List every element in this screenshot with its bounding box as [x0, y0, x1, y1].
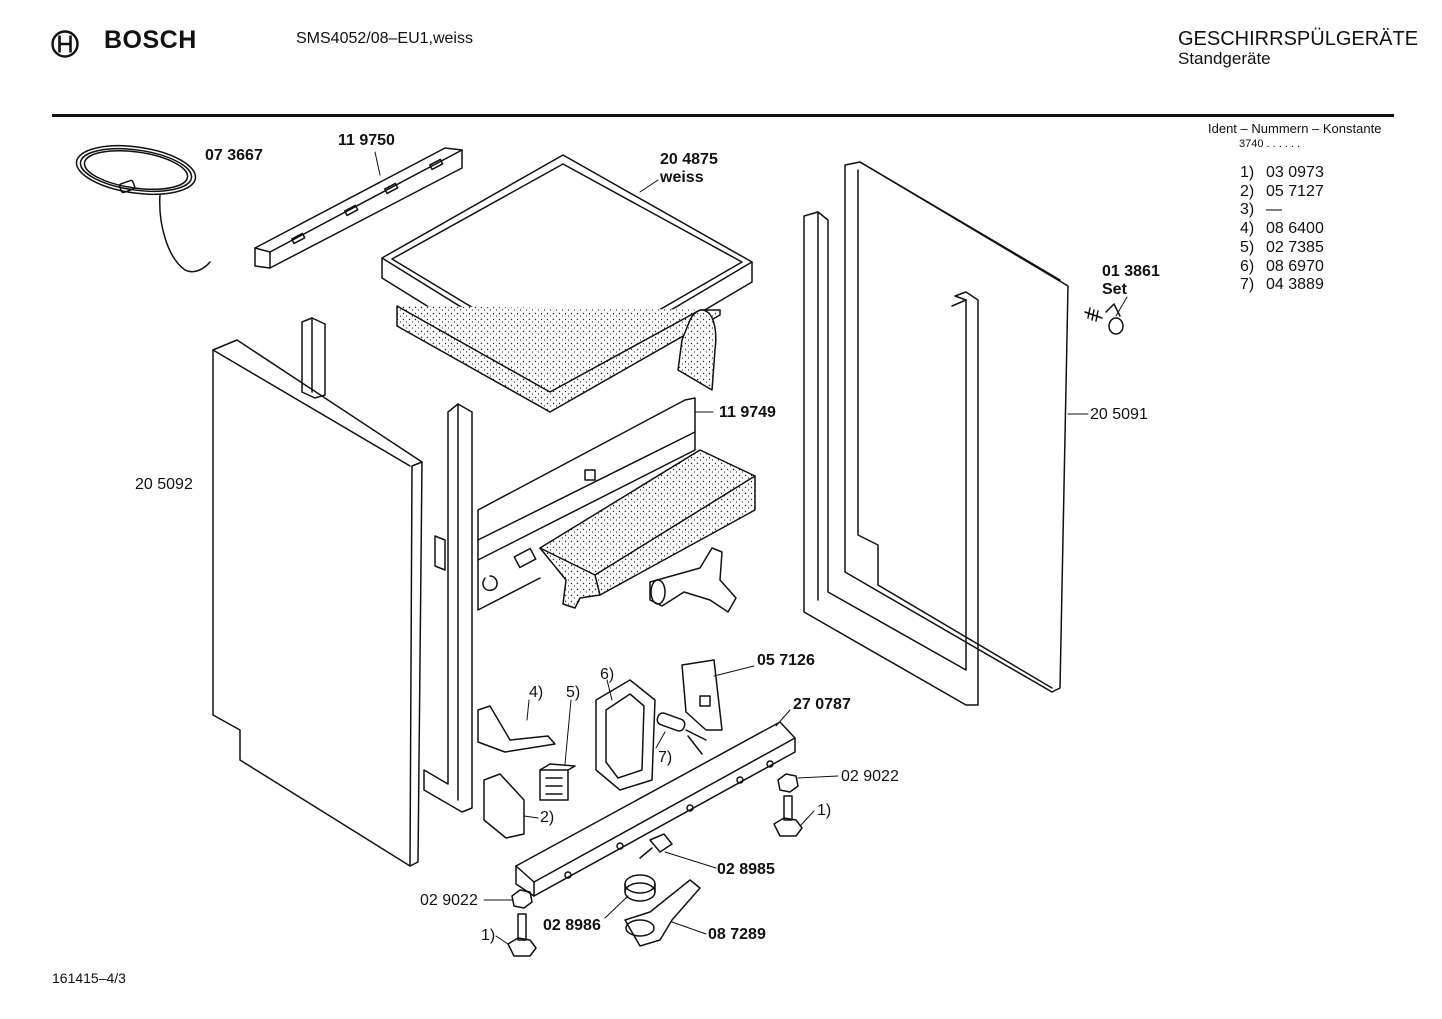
category-title: GESCHIRRSPÜLGERÄTE: [1178, 28, 1419, 50]
ident-item: 6) 08 6970: [1240, 258, 1324, 277]
label-side-panel-right: 20 5091: [1090, 406, 1148, 423]
label-foot-right: 1): [817, 802, 832, 819]
bracket-part: [682, 660, 722, 730]
ident-value: 03 0973: [1266, 164, 1324, 181]
label-callout-2: 2): [540, 809, 555, 826]
foot-right-part: [774, 796, 802, 836]
label-worktop-number: 20 4875: [660, 151, 718, 168]
salt-funnel-part: [650, 548, 736, 612]
ident-item: 1) 03 0973: [1240, 164, 1324, 183]
worktop-underlay-part: [397, 306, 720, 412]
category-subtitle: Standgeräte: [1178, 49, 1271, 68]
label-nut-right: 02 9022: [841, 768, 899, 785]
top-rail-part: [255, 148, 462, 268]
ident-key: 5): [1240, 238, 1255, 256]
leader-lines: [375, 152, 1127, 944]
header-rule: [52, 114, 1394, 117]
ident-item: 3) —: [1240, 201, 1324, 220]
left-front-profile-part: [424, 404, 472, 812]
label-front-rail: 11 9749: [719, 404, 776, 421]
power-cord-part: [73, 139, 210, 272]
nut-left-part: [512, 890, 532, 908]
ident-key: 4): [1240, 220, 1255, 238]
ident-key: 7): [1240, 276, 1255, 294]
screw-set-part: [1085, 304, 1123, 334]
label-callout-6: 6): [600, 666, 615, 683]
clip-part: [640, 834, 672, 858]
terminal-block-part: [540, 764, 575, 800]
ident-heading: Ident – Nummern – Konstante: [1208, 121, 1382, 136]
label-worktop-color: weiss: [660, 169, 704, 186]
label-power-cord: 07 3667: [205, 147, 263, 164]
label-callout-4: 4): [529, 684, 544, 701]
ident-key: 1): [1240, 164, 1255, 181]
ident-key: 6): [1240, 257, 1255, 275]
label-callout-7: 7): [658, 749, 673, 766]
label-base-rail: 27 0787: [793, 696, 851, 713]
label-callout-5: 5): [566, 684, 581, 701]
capacitor-part: [656, 712, 706, 754]
bosch-logo-icon: [51, 30, 79, 58]
water-tank-part: [540, 450, 755, 608]
ident-value: 05 7127: [1266, 182, 1324, 200]
brand-name: BOSCH: [104, 26, 197, 54]
door-lock-part: [478, 706, 555, 752]
cap-part: [625, 875, 655, 901]
ident-value: —: [1266, 201, 1282, 219]
right-side-panel-part: [845, 162, 1068, 692]
ident-key: 3): [1240, 201, 1255, 219]
ident-item: 4) 08 6400: [1240, 220, 1324, 239]
foot-guide-part: [625, 880, 700, 946]
model-number: SMS4052/08–EU1,weiss: [296, 30, 473, 47]
label-nut-left: 02 9022: [420, 892, 478, 909]
right-front-frame-part: [804, 212, 978, 705]
ident-key: 2): [1240, 182, 1255, 200]
base-rail-part: [516, 722, 795, 896]
label-side-panel-left: 20 5092: [135, 476, 193, 493]
label-clip: 02 8985: [717, 861, 775, 878]
ident-code: 3740 . . . . . .: [1239, 138, 1301, 150]
front-rail-part: [478, 398, 695, 610]
control-module-part: [596, 680, 655, 790]
left-rear-profile-part: [302, 318, 325, 398]
ident-list: 1) 03 0973 2) 05 7127 3) — 4) 08 6400 5) 02 7…: [1240, 164, 1324, 295]
ident-item: 5) 02 7385: [1240, 239, 1324, 258]
label-top-rail: 11 9750: [338, 132, 395, 149]
drawing-number: 161415–4/3: [52, 970, 126, 986]
hinge-bracket-part: [484, 774, 524, 838]
ident-value: 08 6970: [1266, 257, 1324, 275]
foot-left-part: [508, 914, 536, 956]
ident-value: 08 6400: [1266, 220, 1324, 238]
ident-item: 7) 04 3889: [1240, 276, 1324, 295]
label-foot-guide: 08 7289: [708, 926, 766, 943]
left-side-panel-part: [213, 340, 422, 866]
ident-value: 04 3889: [1266, 276, 1324, 294]
nut-right-part: [778, 774, 798, 792]
label-screw-set: Set: [1102, 281, 1127, 298]
label-bracket: 05 7126: [757, 652, 815, 669]
ident-value: 02 7385: [1266, 238, 1324, 256]
ident-item: 2) 05 7127: [1240, 183, 1324, 202]
label-cap: 02 8986: [543, 917, 601, 934]
label-screw-set-number: 01 3861: [1102, 263, 1160, 280]
label-foot-left: 1): [481, 927, 496, 944]
